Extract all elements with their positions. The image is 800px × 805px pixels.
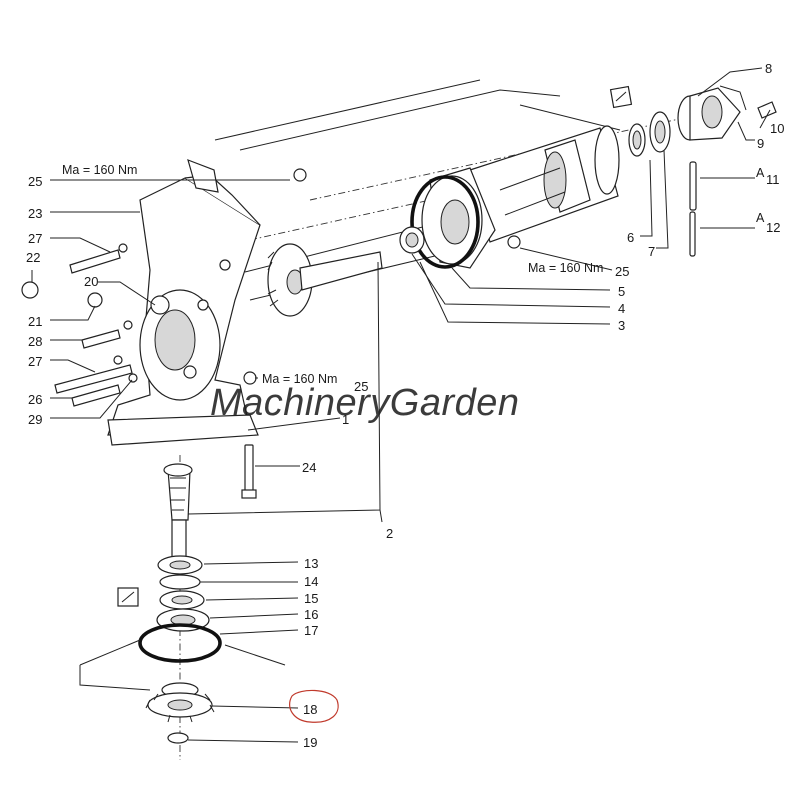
callout-17: 17	[304, 623, 318, 638]
plug-22	[21, 281, 39, 299]
callout-20: 20	[84, 274, 98, 289]
callout-3: 3	[618, 318, 625, 333]
torque-label-right: Ma = 160 Nm	[528, 261, 603, 275]
callout-10: 10	[770, 121, 784, 136]
letter-a-12: A	[756, 211, 765, 225]
bevel-gear-shaft	[267, 243, 383, 317]
callout-18: 18	[303, 702, 317, 717]
callout-19: 19	[303, 735, 317, 750]
flange-housing	[399, 167, 521, 269]
callout-16: 16	[304, 607, 318, 622]
bolt-26	[71, 384, 121, 407]
shaft-tube	[214, 79, 621, 301]
screw-10	[757, 101, 777, 119]
callout-12: 12	[766, 220, 780, 235]
callout-14: 14	[304, 574, 318, 589]
callout-24: 24	[302, 460, 316, 475]
plug-21	[87, 292, 103, 308]
callout-25: 25	[354, 379, 368, 394]
left-bolts	[21, 243, 257, 407]
highlight-circle-18	[289, 689, 339, 723]
callout-23: 23	[28, 206, 42, 221]
callout-29: 29	[28, 412, 42, 427]
callout-1: 1	[342, 412, 349, 427]
circlip-14	[159, 574, 201, 590]
bolt-24	[241, 444, 257, 499]
watermark-text: MachineryGarden	[210, 382, 520, 424]
plug-20	[150, 295, 170, 315]
callout-25: 25	[28, 174, 42, 189]
bolt-25-top	[293, 168, 307, 182]
callout-4: 4	[618, 301, 625, 316]
callout-13: 13	[304, 556, 318, 571]
o-ring-5	[410, 175, 480, 269]
callout-11: 11	[766, 172, 780, 187]
callout-15: 15	[304, 591, 318, 606]
callout-7: 7	[648, 244, 655, 259]
callout-21: 21	[28, 314, 42, 329]
callout-numbers: 25 23 27 22 20 21 28 27 26 29 1 25 24 2 …	[26, 61, 784, 750]
leader-lines	[31, 67, 771, 743]
o-ring-17	[138, 623, 222, 663]
gearbox-housing	[107, 159, 307, 446]
circlip-19	[167, 732, 189, 744]
bolt-27-top	[69, 249, 121, 274]
pin-12	[689, 211, 696, 257]
washer-29	[128, 373, 138, 383]
torque-label-center: Ma = 160 Nm	[262, 372, 337, 386]
pins	[689, 161, 697, 257]
bolt-25-right	[507, 235, 521, 249]
pin-11	[689, 161, 697, 211]
callout-5: 5	[618, 284, 625, 299]
torque-label-top-left: Ma = 160 Nm	[62, 163, 137, 177]
callout-25: 25	[615, 264, 629, 279]
callout-22: 22	[26, 250, 40, 265]
callout-6: 6	[627, 230, 634, 245]
vertical-shaft-stack	[79, 463, 286, 744]
callout-27: 27	[28, 231, 42, 246]
callout-27: 27	[28, 354, 42, 369]
callout-28: 28	[28, 334, 42, 349]
end-bearings	[609, 85, 777, 157]
letter-a-11: A	[756, 166, 765, 180]
callout-26: 26	[28, 392, 42, 407]
callout-8: 8	[765, 61, 772, 76]
callout-2: 2	[386, 526, 393, 541]
callout-9: 9	[757, 136, 764, 151]
bolt-28	[81, 329, 121, 349]
bolt-27-bottom	[54, 364, 133, 394]
